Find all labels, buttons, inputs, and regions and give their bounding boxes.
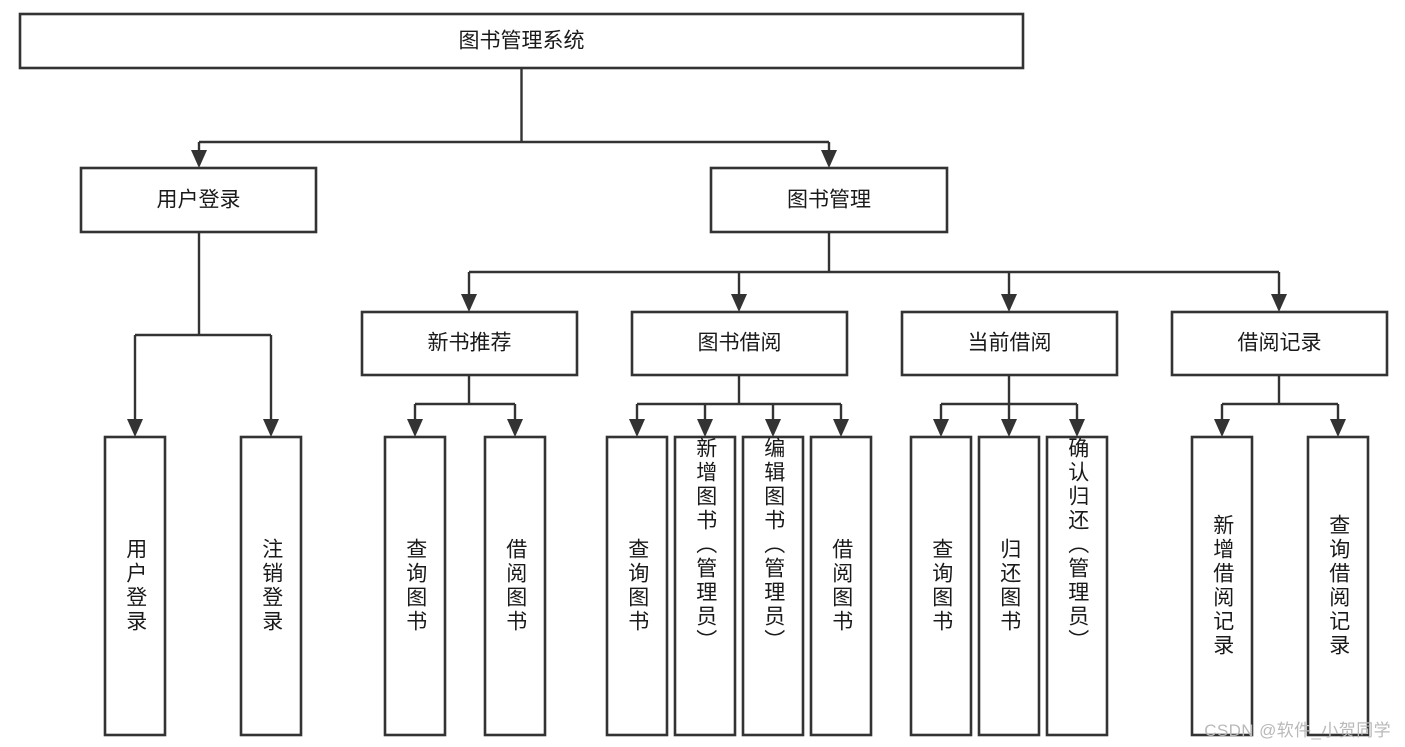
node-new-book-recommend-label: 新书推荐 <box>428 332 512 355</box>
node-current-borrow-label: 当前借阅 <box>968 332 1052 355</box>
arrow-head-current-borrow <box>1001 294 1017 312</box>
arrow-head-br-add-record <box>1214 419 1230 437</box>
node-book-borrow-box <box>630 310 849 377</box>
arrow-head-bb-borrow-book <box>833 419 849 437</box>
leaf-boxes-current-borrow <box>909 435 1109 737</box>
node-book-borrow[interactable]: 图书借阅 <box>630 310 849 377</box>
node-user-login-box <box>79 166 318 234</box>
node-root-label: 图书管理系统 <box>459 30 585 53</box>
arrow-head-cb-confirm-return <box>1069 419 1085 437</box>
arrow-head-borrow-record <box>1271 294 1287 312</box>
leaf-box-cb-return-book[interactable] <box>977 435 1041 737</box>
arrow-head-user-login <box>191 150 207 168</box>
leaf-box-bb-query-book[interactable] <box>605 435 669 737</box>
arrow-head-bb-query-book <box>629 419 645 437</box>
leaf-boxes-borrow-record <box>1190 435 1370 737</box>
leaf-box-br-add-record[interactable] <box>1190 435 1254 737</box>
node-user-login[interactable]: 用户登录 <box>79 166 318 234</box>
connector-group-book-borrow <box>629 375 849 437</box>
connector-group-book-manage <box>461 232 1287 312</box>
arrow-head-br-query-record <box>1330 419 1346 437</box>
node-book-management[interactable]: 图书管理 <box>709 166 949 234</box>
arrow-head-bb-add-book <box>697 419 713 437</box>
arrow-head-bb-edit-book <box>765 419 781 437</box>
leaf-box-bb-edit-book[interactable] <box>741 435 805 737</box>
leaf-boxes-user-login <box>103 435 303 737</box>
connector-group-user-login <box>127 232 279 437</box>
node-book-management-box <box>709 166 949 234</box>
leaf-box-cb-query-book[interactable] <box>909 435 973 737</box>
connector-group-new-book-recommend <box>407 375 523 437</box>
arrow-head-nb-borrow-book <box>507 419 523 437</box>
connector-group-root <box>191 68 837 168</box>
leaf-boxes-book-borrow <box>605 435 873 737</box>
leaf-box-user-login[interactable] <box>103 435 167 737</box>
node-borrow-record-label: 借阅记录 <box>1238 332 1322 355</box>
node-root-book-management-system[interactable]: 图书管理系统 <box>18 12 1025 70</box>
node-book-borrow-label: 图书借阅 <box>698 332 782 355</box>
leaf-boxes-new-book-recommend <box>383 435 547 737</box>
node-root-box <box>18 12 1025 70</box>
arrow-head-leaf-logout <box>263 419 279 437</box>
arrow-head-cb-query-book <box>933 419 949 437</box>
leaf-box-nb-query-book[interactable] <box>383 435 447 737</box>
node-book-management-label: 图书管理 <box>787 189 871 212</box>
arrow-head-nb-query-book <box>407 419 423 437</box>
connector-group-current-borrow <box>933 375 1085 437</box>
node-borrow-record[interactable]: 借阅记录 <box>1170 310 1389 377</box>
node-new-book-recommend-box <box>360 310 579 377</box>
node-current-borrow-box <box>900 310 1119 377</box>
arrow-head-book-manage <box>821 150 837 168</box>
leaf-box-bb-add-book[interactable] <box>673 435 737 737</box>
node-user-login-label: 用户登录 <box>157 189 241 212</box>
leaf-box-nb-borrow-book[interactable] <box>483 435 547 737</box>
leaf-box-br-query-record[interactable] <box>1306 435 1370 737</box>
node-new-book-recommend[interactable]: 新书推荐 <box>360 310 579 377</box>
leaf-box-bb-borrow-book[interactable] <box>809 435 873 737</box>
node-current-borrow[interactable]: 当前借阅 <box>900 310 1119 377</box>
arrow-head-book-borrow <box>731 294 747 312</box>
connector-group-borrow-record <box>1214 375 1346 437</box>
leaf-box-logout[interactable] <box>239 435 303 737</box>
node-borrow-record-box <box>1170 310 1389 377</box>
arrow-head-cb-return-book <box>1001 419 1017 437</box>
leaf-box-cb-confirm-return[interactable] <box>1045 435 1109 737</box>
arrow-head-new-book-recommend <box>461 294 477 312</box>
arrow-head-leaf-user-login <box>127 419 143 437</box>
